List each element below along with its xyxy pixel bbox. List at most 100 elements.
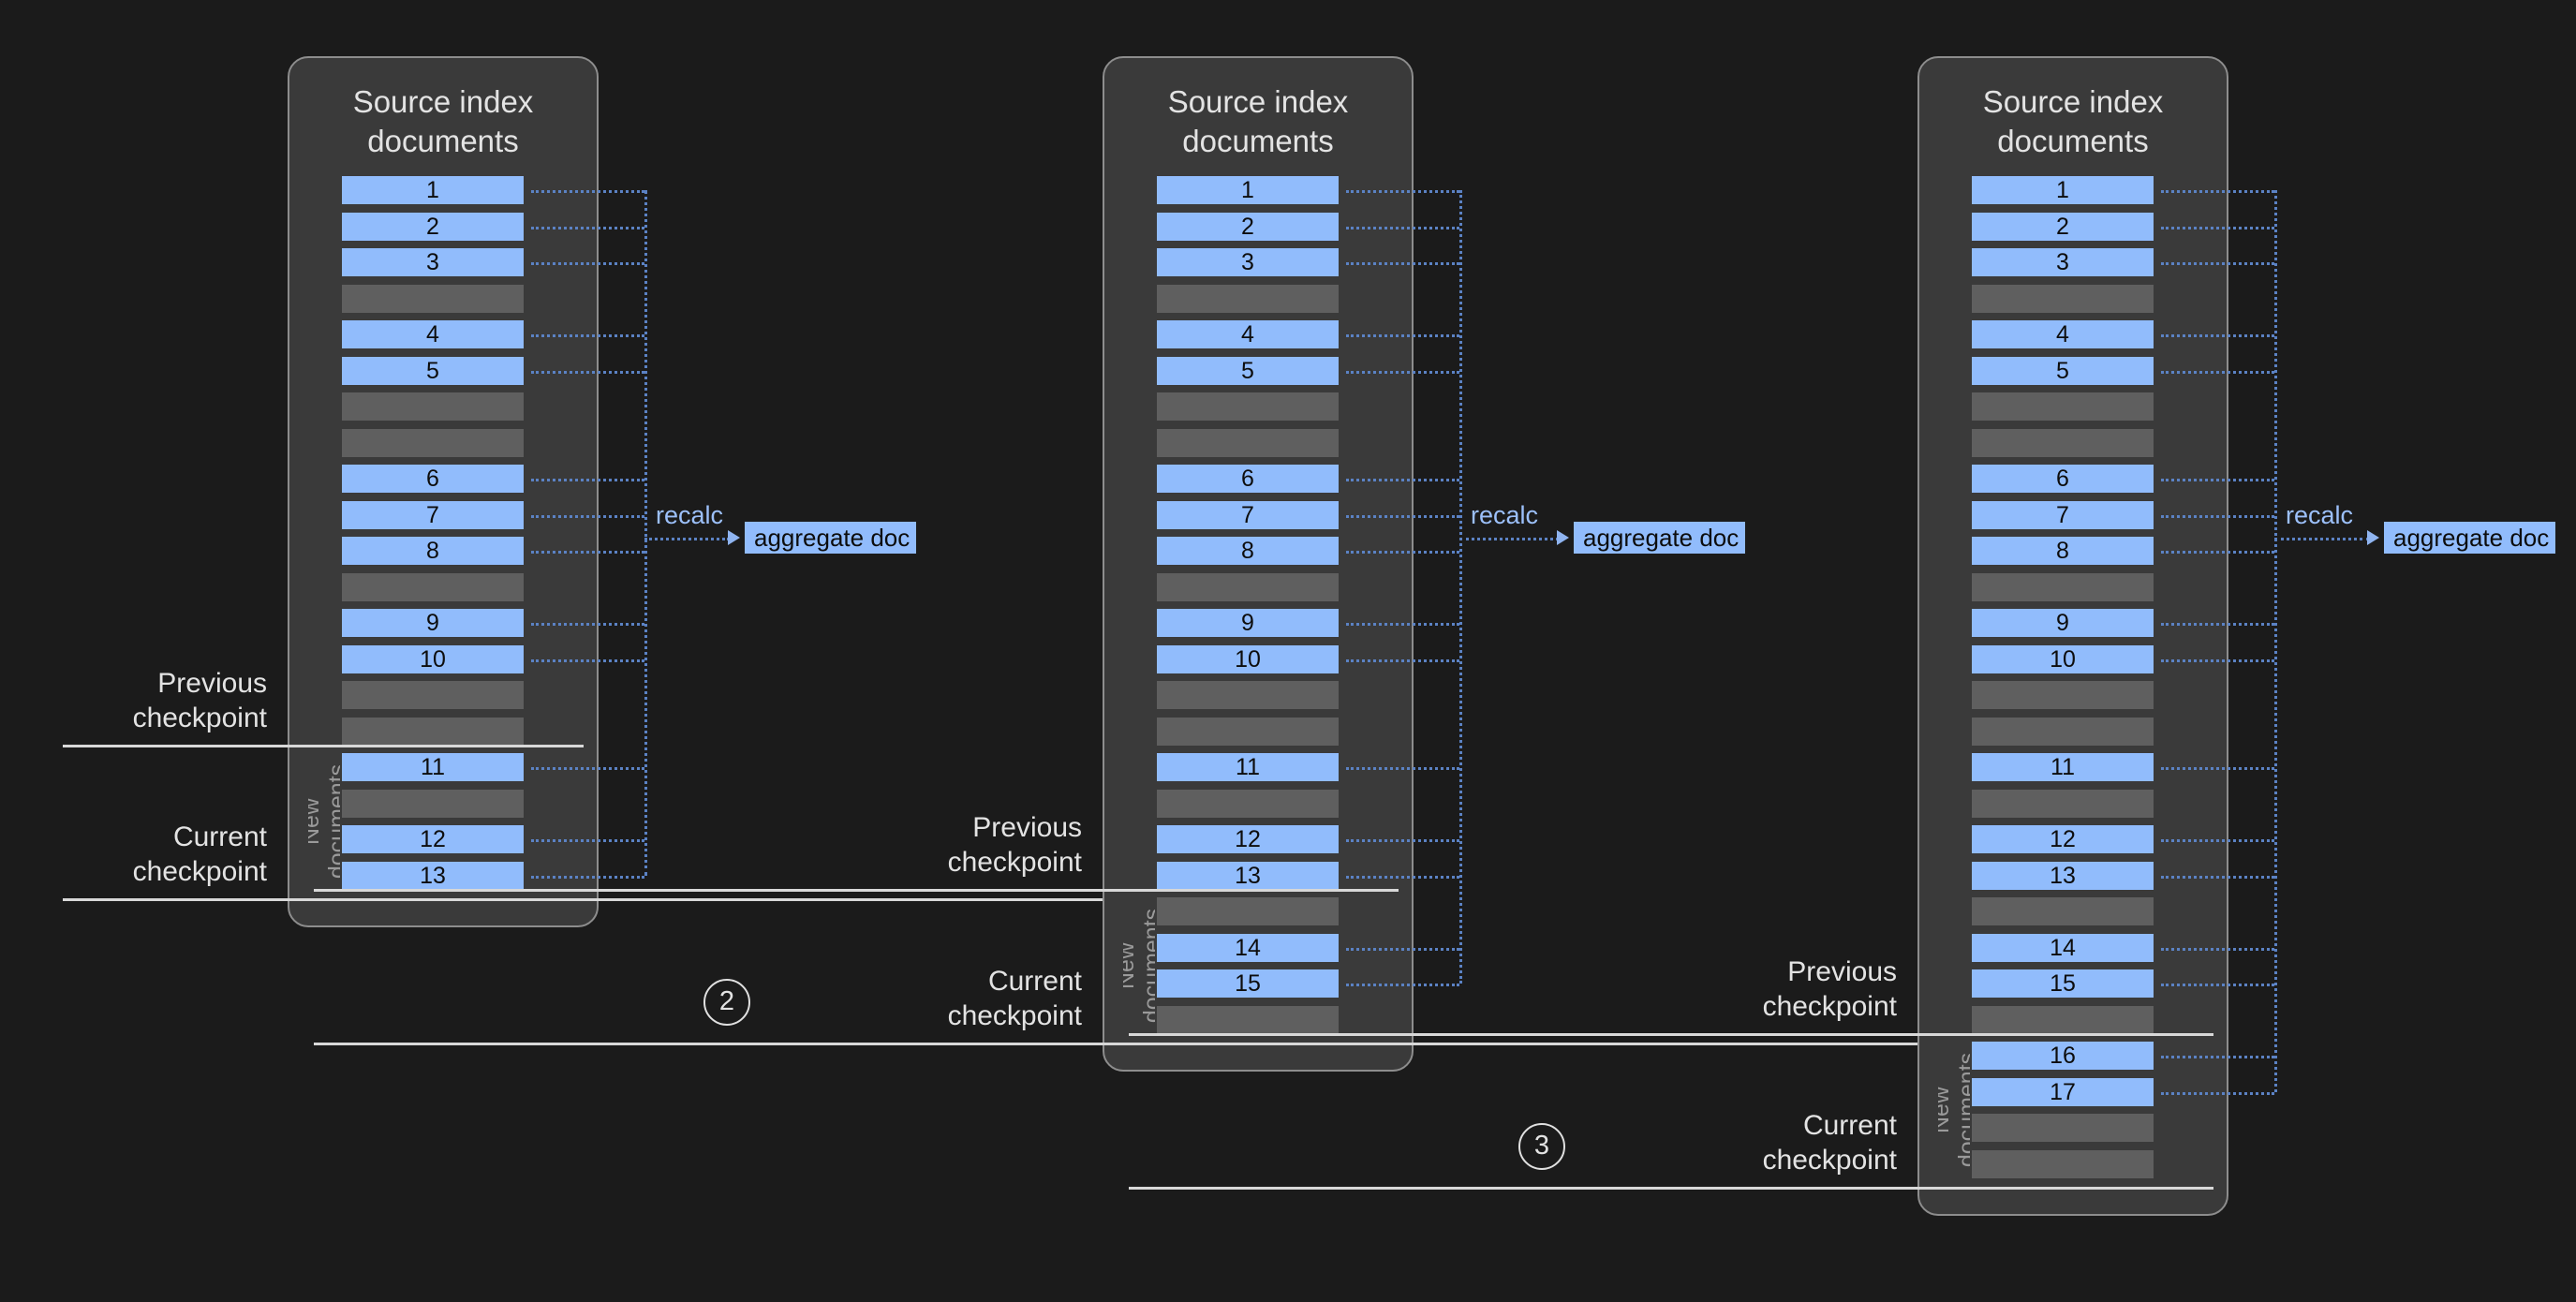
connector-line [2161, 767, 2274, 770]
connector-line [531, 370, 644, 374]
connector-line [2161, 1091, 2274, 1095]
connector-line [1346, 767, 1459, 770]
document-row: 11 [1157, 753, 1339, 781]
connector-line [531, 190, 644, 193]
empty-row [1157, 428, 1339, 457]
connector-line [531, 262, 644, 265]
document-row: 4 [342, 320, 524, 348]
empty-row [1157, 284, 1339, 313]
empty-row [1157, 1005, 1339, 1034]
empty-row [1972, 789, 2154, 818]
connector-line [1346, 262, 1459, 265]
empty-row [1972, 284, 2154, 313]
empty-row [342, 681, 524, 709]
connector-line [531, 767, 644, 770]
current-checkpoint-label-3: Current checkpoint [1762, 1109, 1897, 1176]
document-row: 10 [1157, 644, 1339, 673]
connector-line [1346, 334, 1459, 337]
empty-row [1157, 717, 1339, 746]
document-row: 15 [1972, 969, 2154, 998]
connector-line [2161, 551, 2274, 554]
document-row: 3 [1972, 248, 2154, 276]
connector-line [1346, 875, 1459, 879]
document-row: 8 [1972, 537, 2154, 565]
checkpoint-badge-3: 3 [1518, 1122, 1565, 1170]
empty-row [342, 717, 524, 746]
new-documents-label-2: New documents [1123, 908, 1155, 1023]
previous-checkpoint-label-3: Previous checkpoint [1762, 956, 1897, 1022]
document-row: 12 [342, 825, 524, 853]
document-row: 13 [1157, 861, 1339, 890]
connector-line [2161, 658, 2274, 662]
checkpoint-badge-2: 2 [703, 978, 750, 1026]
panel-title-1: Source index documents [352, 84, 534, 158]
document-row: 6 [1157, 465, 1339, 493]
connector-line [531, 551, 644, 554]
document-row: 2 [1157, 212, 1339, 241]
aggregate-doc-box-2: aggregate doc [1574, 522, 1745, 554]
empty-row [1157, 572, 1339, 601]
document-row: 1 [342, 176, 524, 204]
current-checkpoint-line-3 [1129, 1186, 2213, 1190]
empty-row [342, 284, 524, 313]
empty-row [342, 428, 524, 457]
empty-row [342, 789, 524, 818]
empty-row [1157, 392, 1339, 421]
connector-line [1346, 226, 1459, 229]
connector-line [2161, 947, 2274, 951]
connector-line [1346, 947, 1459, 951]
new-documents-band-1: New documents [308, 747, 340, 895]
connector-line [2161, 623, 2274, 626]
connector-line [2161, 226, 2274, 229]
document-row: 10 [1972, 644, 2154, 673]
recalc-label-2: recalc [1471, 501, 1539, 529]
connector-bus-2 [1459, 190, 1462, 984]
previous-checkpoint-line-2 [314, 889, 1399, 892]
empty-row [1972, 897, 2154, 925]
aggregate-doc-box-1: aggregate doc [745, 522, 916, 554]
connector-line [1346, 479, 1459, 481]
document-row: 11 [1972, 753, 2154, 781]
document-row: 16 [1972, 1042, 2154, 1070]
document-row: 6 [1972, 465, 2154, 493]
empty-row [1157, 681, 1339, 709]
connector-line [531, 334, 644, 337]
connector-line [531, 658, 644, 662]
document-row: 3 [342, 248, 524, 276]
connector-line [1346, 839, 1459, 842]
empty-row [1972, 717, 2154, 746]
document-row: 4 [1972, 320, 2154, 348]
recalc-arrow-line-3 [2274, 538, 2369, 540]
panel-title-2: Source index documents [1167, 84, 1349, 158]
connector-line [2161, 190, 2274, 193]
document-row: 10 [342, 644, 524, 673]
previous-checkpoint-line-3 [1129, 1033, 2213, 1036]
document-row: 9 [1972, 609, 2154, 637]
connector-line [1346, 514, 1459, 518]
document-row: 14 [1157, 933, 1339, 962]
connector-line [531, 875, 644, 879]
document-row: 2 [1972, 212, 2154, 241]
document-row: 3 [1157, 248, 1339, 276]
connector-line [2161, 479, 2274, 481]
connector-bus-3 [2274, 190, 2277, 1092]
empty-row [1972, 1114, 2154, 1142]
connector-line [531, 623, 644, 626]
document-row: 9 [1157, 609, 1339, 637]
document-row: 7 [1157, 500, 1339, 529]
connector-line [1346, 190, 1459, 193]
recalc-label-1: recalc [656, 501, 724, 529]
connector-line [531, 479, 644, 481]
document-row: 12 [1972, 825, 2154, 853]
recalc-arrow-head-3 [2367, 530, 2379, 545]
document-row: 9 [342, 609, 524, 637]
empty-row [1972, 428, 2154, 457]
connector-line [2161, 370, 2274, 374]
recalc-arrow-head-2 [1557, 530, 1569, 545]
empty-row [1157, 897, 1339, 925]
document-row: 12 [1157, 825, 1339, 853]
previous-checkpoint-label-2: Previous checkpoint [947, 812, 1082, 878]
document-row: 2 [342, 212, 524, 241]
connector-line [1346, 551, 1459, 554]
